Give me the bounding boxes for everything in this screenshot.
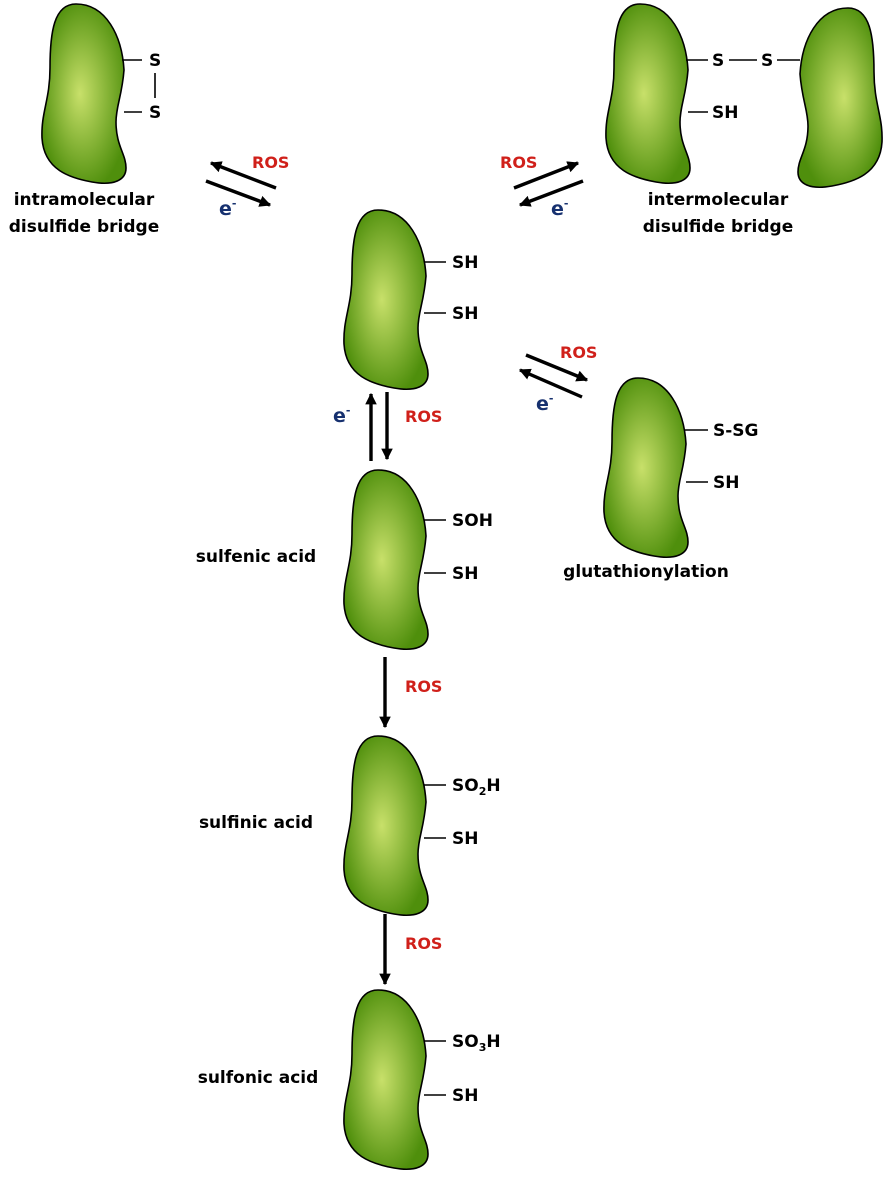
intermolecular-label-line2: disulfide bridge [643,217,794,237]
thiol-label: SH [452,564,478,584]
protein-sulfenic-acid: SOH SH [343,469,493,651]
protein-blob [343,209,429,391]
ros-label: ROS [405,677,442,696]
electron-symbol: e [333,405,346,427]
arrow [513,161,580,190]
thiol-label: SH [712,103,738,123]
electron-symbol: e [219,198,232,220]
electron-label: e- [551,197,568,220]
formula-subscript: 3 [479,1041,487,1054]
sulfinic-group-label: SO2H [452,776,501,798]
electron-charge: - [564,197,569,210]
thiol-label: SH [452,304,478,324]
arrow [205,179,272,207]
arrow [518,179,584,207]
ros-label: ROS [252,153,289,172]
protein-reduced: SH SH [343,209,478,391]
intramolecular-label-line2: disulfide bridge [9,217,160,237]
sulfur-label: S [149,103,161,123]
ros-label: ROS [560,343,597,362]
sulfenic-group-label: SOH [452,511,493,531]
equilibrium-arrows-intermolecular [513,161,584,207]
thiol-label: SH [452,829,478,849]
protein-intramolecular: S S [41,3,161,185]
equilibrium-arrows-sulfenic [365,392,393,461]
protein-blob [603,377,689,559]
electron-charge: - [346,404,351,417]
ros-label: ROS [405,407,442,426]
intramolecular-label-line1: intramolecular [14,190,155,210]
glutathione-label: S-SG [713,421,759,441]
sulfonic-acid-label: sulfonic acid [198,1068,319,1088]
formula-part: H [486,1032,500,1052]
thiol-label: SH [713,473,739,493]
formula-part: SO [452,776,479,796]
electron-symbol: e [551,198,564,220]
protein-intermolecular: S S SH [605,3,883,189]
ros-label: ROS [500,153,537,172]
sulfur-label: S [149,51,161,71]
thiol-label: SH [452,253,478,273]
arrow [209,161,277,190]
sulfur-label: S [761,51,773,71]
thiol-label: SH [452,1086,478,1106]
equilibrium-arrows-glutathionylation [518,353,589,399]
protein-sulfonic-acid: SO3H SH [343,989,501,1171]
intermolecular-label-line1: intermolecular [648,190,789,210]
sulfonic-group-label: SO3H [452,1032,501,1054]
electron-charge: - [549,392,554,405]
electron-symbol: e [536,393,549,415]
protein-blob [797,7,883,189]
formula-subscript: 2 [479,785,487,798]
protein-sulfinic-acid: SO2H SH [343,735,501,917]
protein-blob [343,735,429,917]
electron-label: e- [219,197,236,220]
equilibrium-arrows-intramolecular [205,161,277,207]
glutathionylation-label: glutathionylation [563,562,729,582]
protein-glutathionylated: S-SG SH [603,377,759,559]
sulfinic-acid-label: sulfinic acid [199,813,313,833]
electron-label: e- [333,404,350,427]
formula-part: H [486,776,500,796]
arrow [525,353,589,382]
protein-blob [605,3,691,185]
protein-blob [41,3,127,185]
formula-part: SO [452,1032,479,1052]
protein-blob [343,989,429,1171]
sulfur-label: S [712,51,724,71]
sulfenic-acid-label: sulfenic acid [196,547,316,567]
electron-charge: - [232,197,237,210]
ros-label: ROS [405,934,442,953]
electron-label: e- [536,392,553,415]
protein-blob [343,469,429,651]
arrow [518,368,583,399]
